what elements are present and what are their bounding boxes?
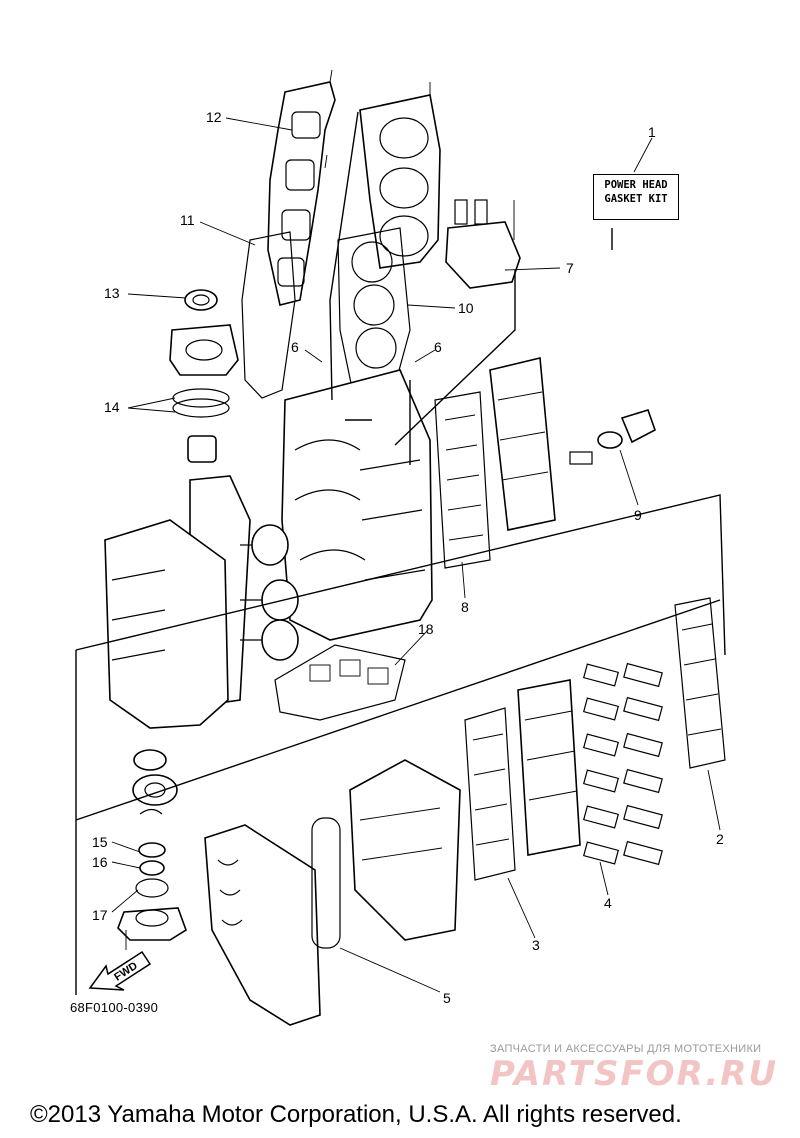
part-number: 68F0100-0390 bbox=[70, 1000, 159, 1015]
bushing bbox=[187, 435, 217, 463]
callout-18: 18 bbox=[418, 621, 434, 637]
crankcase bbox=[104, 519, 229, 729]
lower-seal-stack bbox=[117, 749, 187, 950]
callout-16: 16 bbox=[92, 854, 108, 870]
callout-7: 7 bbox=[566, 260, 574, 276]
reed-valve-plate bbox=[517, 679, 581, 856]
watermark-brand: PARTSFOR.RU bbox=[490, 1054, 779, 1094]
exploded-view-diagram bbox=[75, 69, 726, 1026]
callout-layer: 1 2 3 4 5 6 6 7 8 9 10 11 12 13 14 15 16… bbox=[92, 109, 724, 1006]
callout-12: 12 bbox=[206, 109, 222, 125]
callout-9: 9 bbox=[634, 507, 642, 523]
kit-line-2: GASKET KIT bbox=[604, 193, 668, 205]
thermostat-cover bbox=[569, 409, 656, 465]
reed-gasket bbox=[674, 597, 726, 769]
callout-2: 2 bbox=[716, 831, 724, 847]
kit-line-1: POWER HEAD bbox=[604, 179, 668, 191]
intake-manifold bbox=[349, 759, 461, 941]
callout-11: 11 bbox=[180, 212, 195, 228]
fwd-arrow-icon: FWD bbox=[88, 950, 152, 991]
callout-17: 17 bbox=[92, 907, 108, 923]
exhaust-manifold bbox=[489, 357, 556, 531]
cylinder-head-cover bbox=[267, 69, 336, 306]
callout-15: 15 bbox=[92, 834, 108, 850]
callout-10: 10 bbox=[458, 300, 474, 316]
reference-lines bbox=[75, 111, 726, 995]
watermark-subtitle: ЗАПЧАСТИ И АКСЕССУАРЫ ДЛЯ МОТОТЕХНИКИ bbox=[490, 1043, 762, 1055]
intake-silencer bbox=[204, 817, 341, 1026]
o-ring-14b bbox=[172, 398, 230, 418]
callout-6a: 6 bbox=[291, 339, 299, 355]
upper-bearing-housing bbox=[169, 324, 239, 376]
intake-gasket bbox=[434, 391, 491, 569]
gasket-kit-label-box: POWER HEAD GASKET KIT bbox=[593, 174, 679, 220]
callout-3: 3 bbox=[532, 937, 540, 953]
manifold-gasket bbox=[464, 707, 516, 881]
head-cover-gasket bbox=[241, 231, 296, 399]
reed-valves bbox=[582, 662, 663, 866]
callout-8: 8 bbox=[461, 599, 469, 615]
callout-1: 1 bbox=[648, 124, 656, 140]
callout-14: 14 bbox=[104, 399, 120, 415]
oil-seal-upper bbox=[184, 289, 218, 311]
leader-lines bbox=[111, 117, 721, 993]
exhaust-cover bbox=[445, 199, 521, 289]
callout-5: 5 bbox=[443, 990, 451, 1006]
callout-6b: 6 bbox=[434, 339, 442, 355]
callout-4: 4 bbox=[604, 895, 612, 911]
callout-13: 13 bbox=[104, 285, 120, 301]
cylinder-head bbox=[359, 82, 441, 269]
crankcase-gasket bbox=[274, 644, 406, 721]
copyright-notice: ©2013 Yamaha Motor Corporation, U.S.A. A… bbox=[30, 1101, 682, 1128]
